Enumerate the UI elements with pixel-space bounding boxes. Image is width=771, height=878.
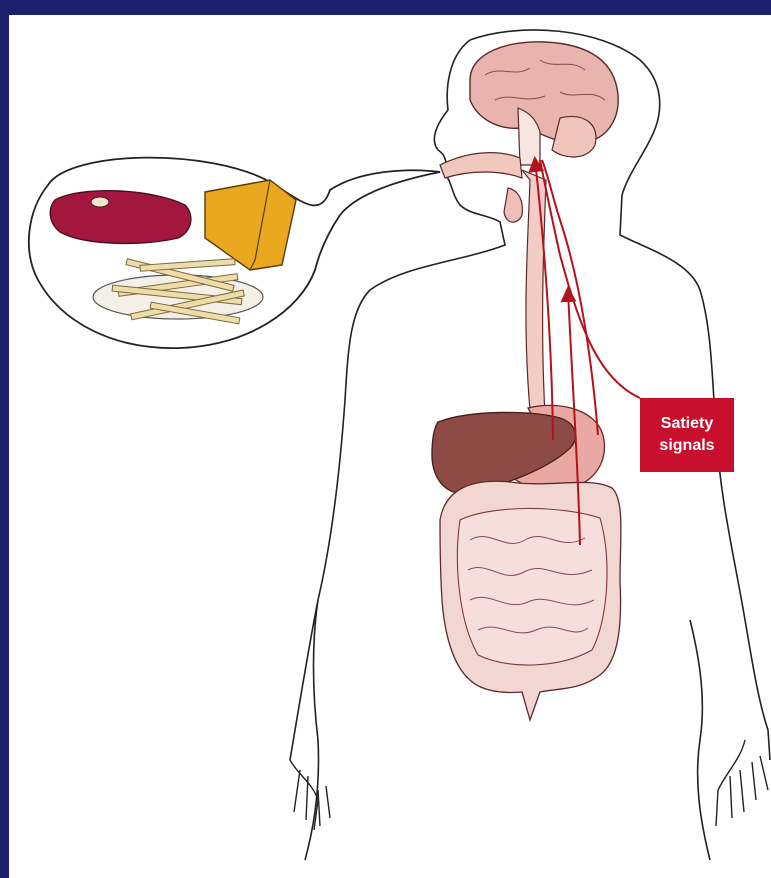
brain bbox=[470, 42, 618, 143]
left-hand bbox=[290, 760, 330, 830]
label-line-2: signals bbox=[659, 435, 714, 457]
small-intestine bbox=[457, 508, 607, 665]
larynx bbox=[504, 188, 522, 222]
label-line-1: Satiety bbox=[661, 413, 713, 435]
right-hand bbox=[716, 740, 768, 826]
esophagus bbox=[522, 170, 546, 415]
cerebellum bbox=[552, 117, 596, 157]
meat-bone-icon bbox=[91, 197, 109, 207]
meat-icon bbox=[50, 191, 191, 244]
signal-arrow-right-2 bbox=[542, 160, 598, 435]
satiety-signals-label: Satiety signals bbox=[640, 398, 734, 472]
throat bbox=[440, 153, 522, 178]
